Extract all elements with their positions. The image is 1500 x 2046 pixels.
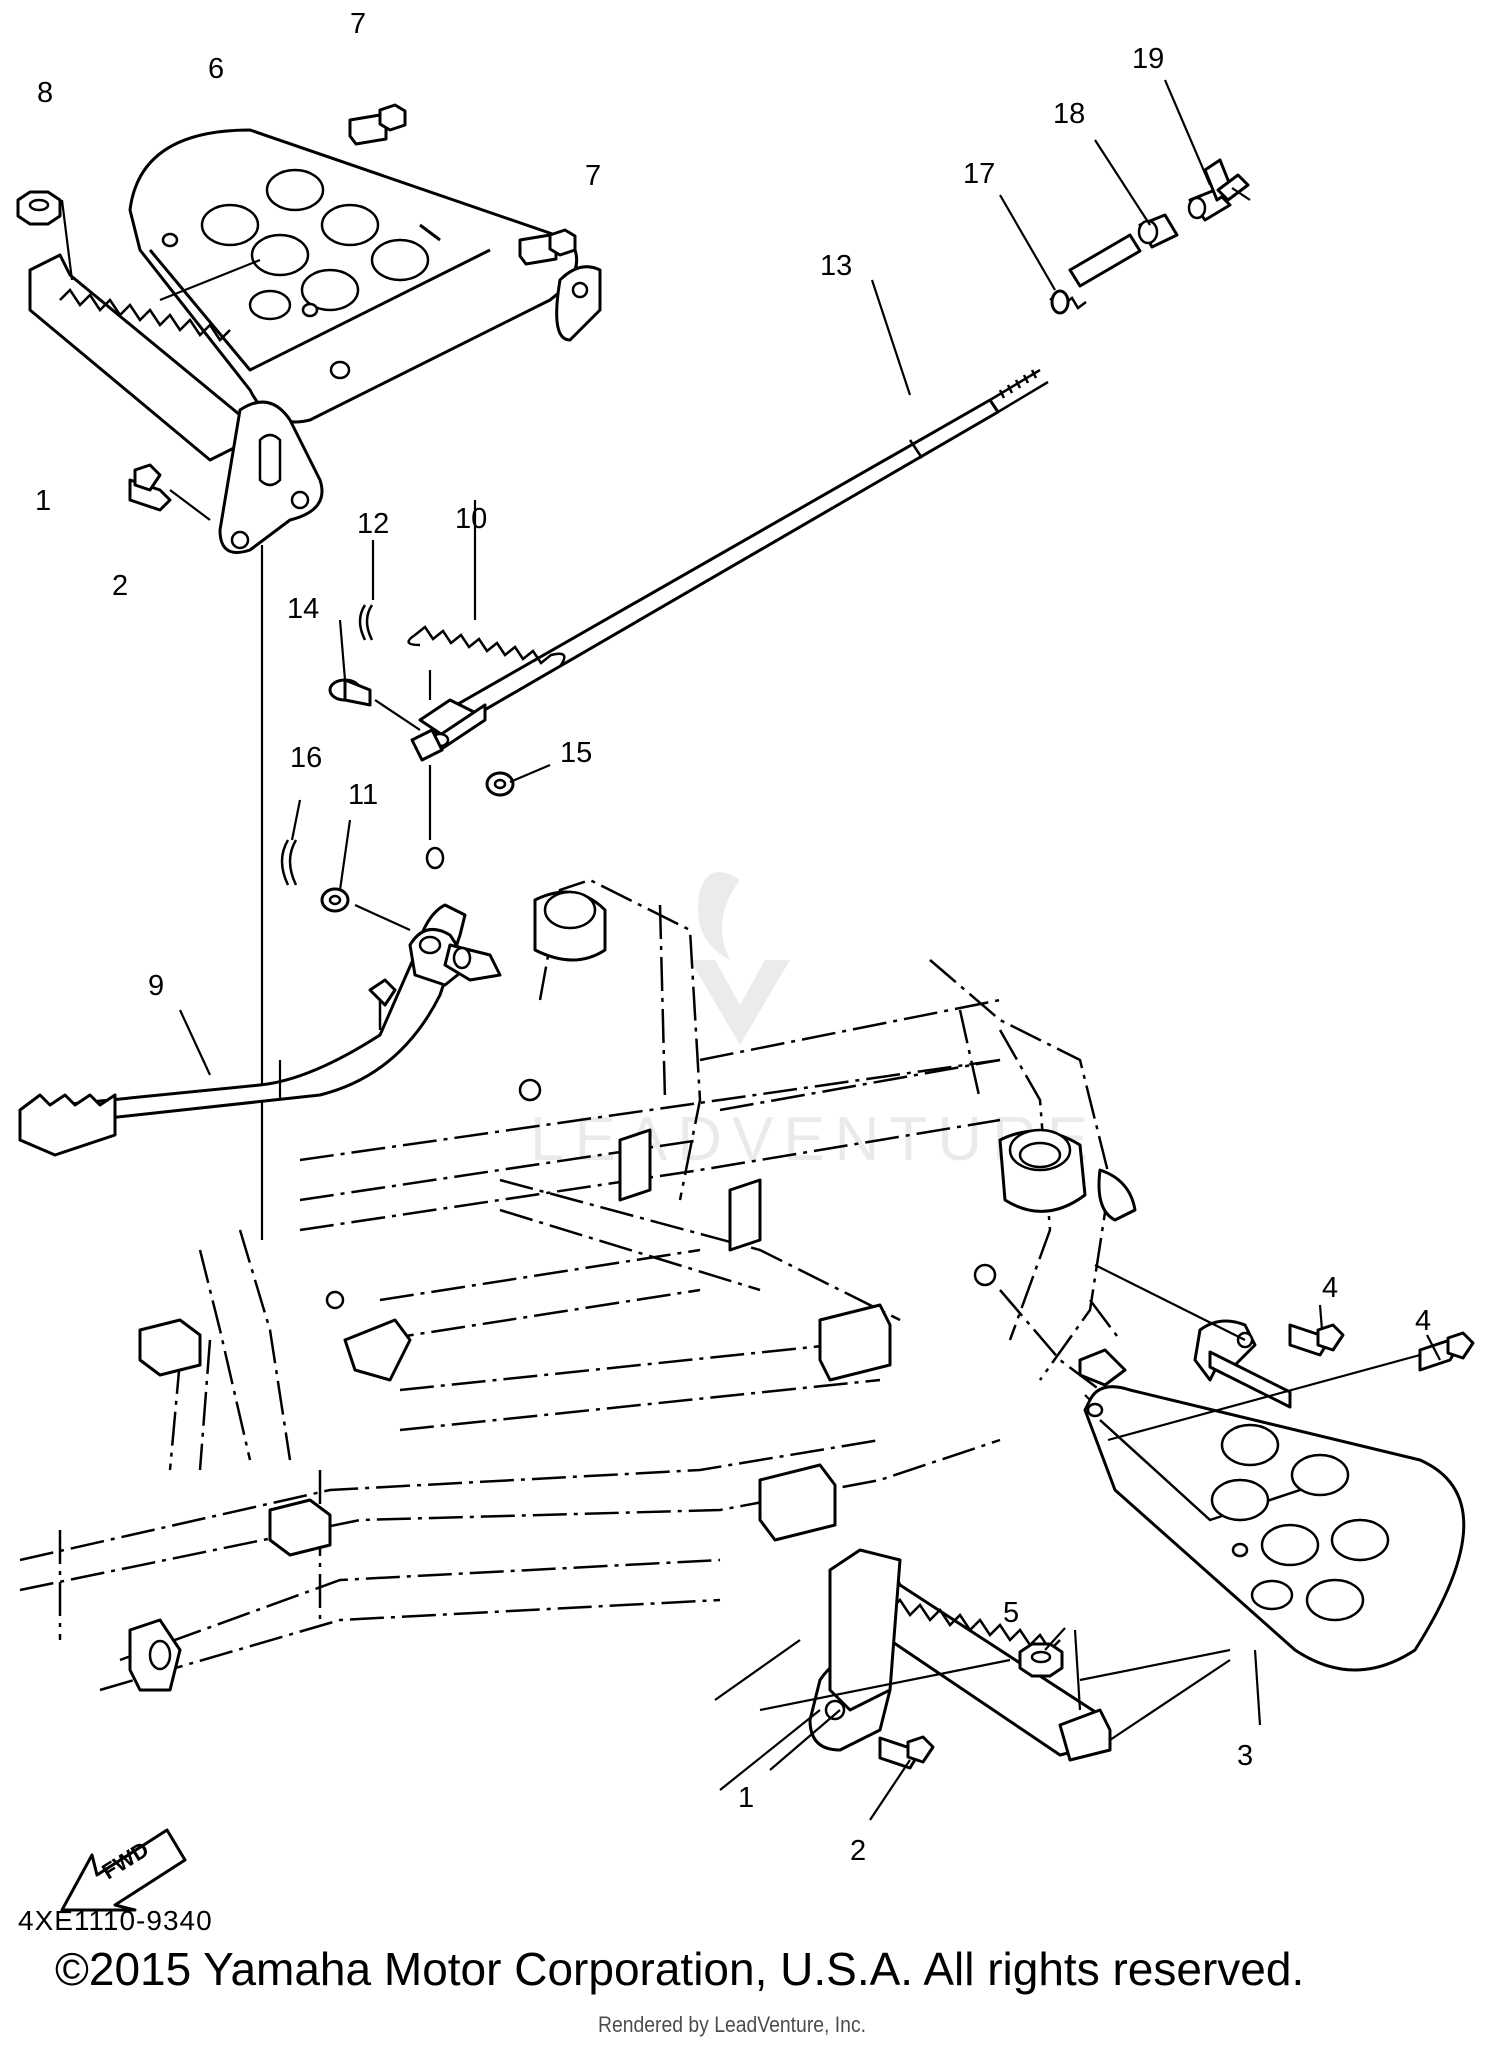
fwd-arrow: FWD: [60, 1828, 187, 1912]
callout-19: 19: [1132, 43, 1164, 75]
copyright-notice: ©2015 Yamaha Motor Corporation, U.S.A. A…: [55, 1943, 1305, 1995]
callout-11: 11: [348, 779, 378, 811]
callout-4-left: 4: [1322, 1272, 1338, 1304]
footrest-bracket-left: [16, 103, 602, 1240]
callout-5: 5: [1003, 1597, 1019, 1629]
callout-13: 13: [820, 250, 852, 282]
callout-2-top: 2: [112, 570, 128, 602]
callout-12: 12: [357, 508, 389, 540]
leadventure-watermark: LEADVENTURE: [530, 872, 1088, 1174]
callout-17: 17: [963, 158, 995, 190]
frame-details: [128, 890, 1137, 1692]
callout-2-bottom: 2: [850, 1835, 866, 1867]
callout-labels: 8 6 7 7 1 2 12 10 14 15 16 11 9 13 17 18…: [35, 8, 1431, 1867]
callout-1-top: 1: [35, 485, 51, 517]
callout-6: 6: [208, 53, 224, 85]
callout-9: 9: [148, 970, 164, 1002]
callout-8: 8: [37, 77, 53, 109]
callout-7-right: 7: [585, 160, 601, 192]
brake-pedal: [18, 799, 502, 1157]
callout-1-bottom: 1: [738, 1782, 754, 1814]
callout-18: 18: [1053, 98, 1085, 130]
callout-7-top: 7: [350, 8, 366, 40]
callout-14: 14: [287, 593, 319, 625]
footrest-bracket-right: [714, 1264, 1475, 1821]
callout-4-right: 4: [1415, 1305, 1431, 1337]
callout-15: 15: [560, 737, 592, 769]
rendered-by-credit: Rendered by LeadVenture, Inc.: [598, 2012, 867, 2037]
callout-3: 3: [1237, 1740, 1253, 1772]
frame-phantom: [19, 878, 1141, 1692]
callout-16: 16: [290, 742, 322, 774]
brake-rod-assembly: [328, 79, 1251, 840]
diagram-code: 4XE1110-9340: [18, 1905, 213, 1936]
callout-10: 10: [455, 503, 487, 535]
